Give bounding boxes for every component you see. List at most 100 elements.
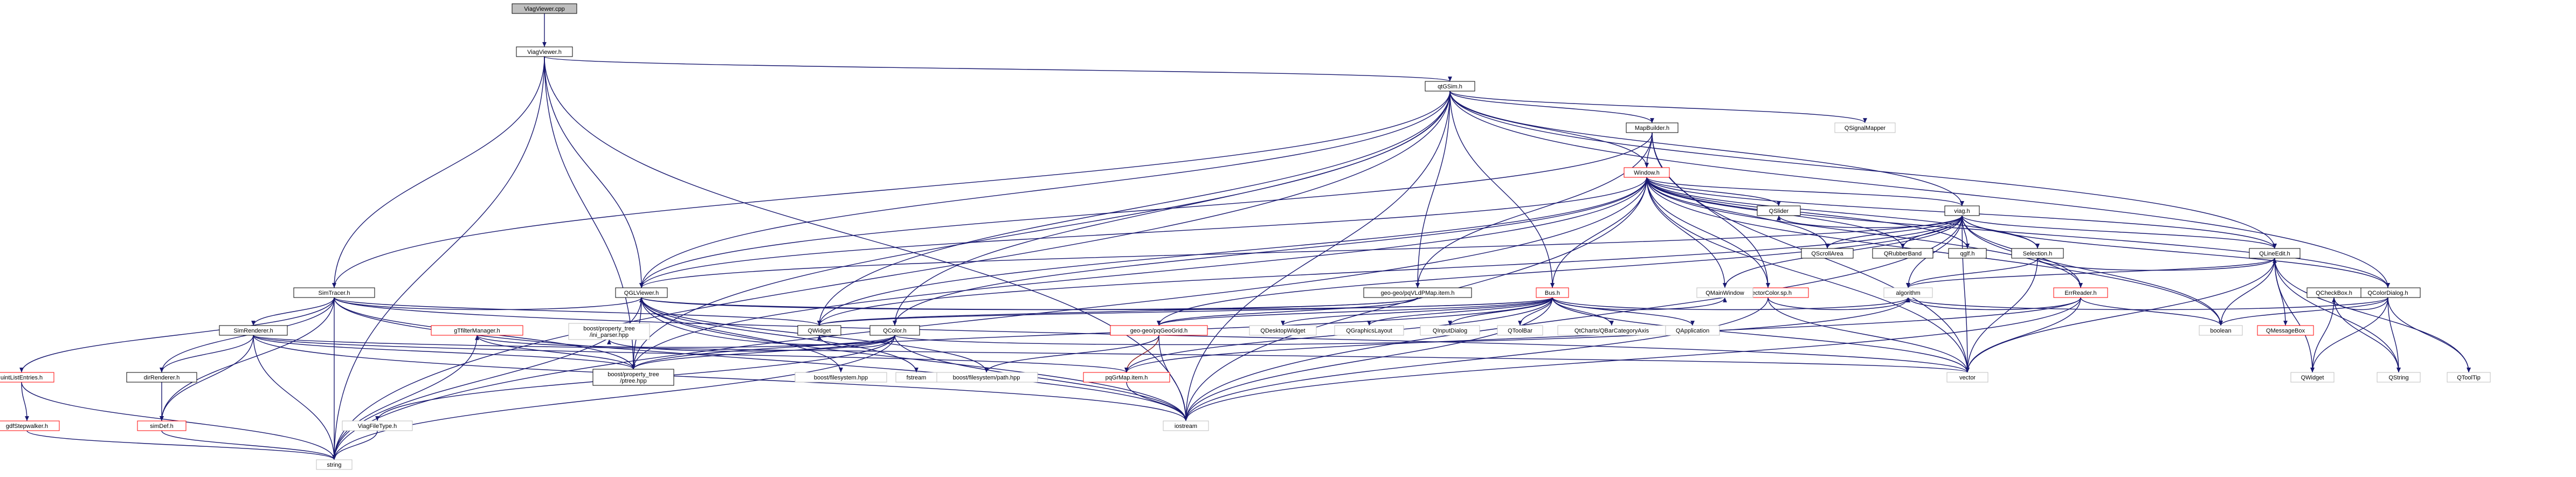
node-box	[0, 420, 60, 431]
node-algorithm: algorithm	[1883, 287, 1933, 298]
node-fstream: fstream	[895, 372, 937, 383]
edge-bus_h-to-qapplication	[1552, 297, 1695, 326]
node-label: QString	[2388, 375, 2408, 381]
edge-selectable_data-to-algorithm	[1767, 297, 1910, 310]
edge-viewer_h-to-simtracer_h	[332, 56, 545, 288]
node-selection-h[interactable]: Selection.h	[2011, 248, 2064, 259]
node-geo-map-geogrid[interactable]: geo-geo/pqGeoGrid.h	[1110, 325, 1208, 336]
node-simtracer-h[interactable]: SimTracer.h	[293, 287, 375, 298]
node-qwidget2: QWidget	[2290, 372, 2335, 383]
node-label: boost/property_tree	[607, 371, 659, 378]
node-label: QDesktopWidget	[1260, 328, 1305, 334]
node-box	[1420, 325, 1480, 336]
edge-errreader_h-to-boolean	[2080, 297, 2223, 326]
node-box	[1872, 248, 1933, 259]
node-label: boost/property_tree	[583, 326, 634, 332]
node-simrenderer-h[interactable]: SimRenderer.h	[219, 325, 288, 336]
node-qcheckbox-h[interactable]: QCheckBox.h	[2306, 287, 2361, 298]
edge-qlineedit_h-to-vector	[1965, 258, 2275, 373]
edge-errreader_h-to-vector	[1965, 297, 2081, 373]
node-qslider[interactable]: QSlider	[1757, 205, 1801, 216]
edge-window_h-to-boolean	[1646, 177, 2223, 326]
node-gdf-stepwalker[interactable]: gdfStepwalker.h	[0, 420, 60, 431]
node-qcolor-dialog[interactable]: QColorDialog.h	[2355, 287, 2421, 298]
edge-qfilter_manager-to-string	[332, 335, 478, 460]
node-label: QLineEdit.h	[2259, 251, 2290, 257]
edge-geo_map_item-to-qgl_h	[639, 297, 1418, 310]
edge-window_h-to-boost_property_tree	[631, 177, 1647, 370]
node-label: QGLViewer.h	[624, 290, 659, 296]
edge-qcolor_h-to-iostream	[894, 335, 1188, 421]
node-qgl-file[interactable]: qglf.h	[1948, 248, 1987, 259]
node-label: QWidget	[2301, 375, 2324, 381]
node-label: QToolBar	[1508, 328, 1532, 334]
node-pqgr-map-item[interactable]: pqGrMap.item.h	[1083, 372, 1170, 383]
node-qfilter-manager[interactable]: gTfilterManager.h	[431, 325, 523, 336]
edge-simtracer_h-to-qwidget	[334, 297, 821, 326]
node-dirrenderer-h[interactable]: dirRenderer.h	[126, 372, 197, 383]
node-qscrollarea[interactable]: QScrollArea	[1801, 248, 1854, 259]
edge-qcolor_dialog-to-qwidget2	[2310, 297, 2388, 373]
node-label: uintListEntries.h	[1, 375, 43, 381]
node-viewer-cpp[interactable]: ViagViewer.cpp	[512, 3, 577, 14]
node-box	[219, 325, 288, 336]
node-boost-property-tree[interactable]: boost/property_tree/ptree.hpp	[592, 369, 674, 386]
node-box	[1163, 420, 1209, 431]
node-geo-map-item[interactable]: geo-geo/pqVLdPMap.item.h	[1363, 287, 1472, 298]
edge-viag_h-to-qscrollarea	[1825, 215, 1963, 249]
node-viewer-h[interactable]: ViagViewer.h	[516, 46, 573, 57]
node-uint-list-h[interactable]: uintListEntries.h	[0, 372, 54, 383]
node-mapbuilder-h[interactable]: MapBuilder.h	[1626, 122, 1679, 133]
node-qmessagebox[interactable]: QMessageBox	[2257, 325, 2314, 336]
node-simdef-h[interactable]: simDef.h	[137, 420, 187, 431]
node-label: boolean	[2210, 328, 2231, 334]
node-qcolor-h[interactable]: QColor.h	[869, 325, 920, 336]
node-label: ViagViewer.cpp	[524, 6, 564, 12]
node-box	[1425, 81, 1475, 92]
node-label: qtGSim.h	[1438, 84, 1462, 90]
node-qapplication: QApplication	[1665, 325, 1720, 336]
node-box	[2199, 325, 2243, 336]
node-box	[592, 369, 674, 386]
edge-selectable_data-to-iostream	[1184, 297, 1769, 421]
node-window-h[interactable]: Window.h	[1624, 167, 1670, 178]
node-qlineedit-h[interactable]: QLineEdit.h	[2249, 248, 2301, 259]
node-label: QWidget	[808, 328, 831, 334]
edge-qtgsim_h-to-mapbuilder_h	[1449, 91, 1654, 123]
node-box	[1626, 122, 1679, 133]
node-label: dirRenderer.h	[144, 375, 180, 381]
node-qwidget[interactable]: QWidget	[797, 325, 841, 336]
node-bus-h[interactable]: Bus.h	[1536, 287, 1569, 298]
edge-viag_h-to-boolean	[1962, 215, 2223, 326]
node-box	[1665, 325, 1720, 336]
node-errreader-h[interactable]: ErrReader.h	[2053, 287, 2108, 298]
edge-viag_h-to-qgl_h	[639, 215, 1963, 288]
edge-viag_h-to-vector	[1962, 215, 1970, 373]
node-label: ErrReader.h	[2064, 290, 2096, 296]
edge-qlineedit_h-to-qwidget2	[2274, 258, 2315, 373]
node-box	[316, 459, 353, 470]
edge-qcolor_dialog-to-boolean	[2219, 297, 2388, 326]
edge-simrenderer_h-to-simdef_h	[160, 335, 254, 421]
edge-qlineedit_h-to-qmessagebox	[2274, 258, 2288, 326]
node-label: QMessageBox	[2266, 328, 2305, 334]
node-label: QSlider	[1769, 208, 1789, 215]
node-qgl-h[interactable]: QGLViewer.h	[615, 287, 668, 298]
node-label: simDef.h	[150, 423, 173, 430]
node-label: qglf.h	[1960, 251, 1975, 257]
node-viag-h[interactable]: viag.h	[1944, 205, 1980, 216]
node-qrubberband[interactable]: QRubberBand	[1872, 248, 1933, 259]
node-box	[615, 287, 668, 298]
edge-uint_list_h-to-gdf_stepwalker	[21, 382, 29, 421]
node-label: QColorDialog.h	[2367, 290, 2408, 296]
node-qtgsim-h[interactable]: qtGSim.h	[1425, 81, 1475, 92]
node-label: Selection.h	[2023, 251, 2052, 257]
node-box	[2053, 287, 2108, 298]
node-box	[2249, 248, 2301, 259]
node-label: QScrollArea	[1811, 251, 1843, 257]
edge-qcheckbox_h-to-qwidget2	[2310, 297, 2335, 373]
node-box	[2011, 248, 2064, 259]
node-box	[1249, 325, 1317, 336]
edge-qcolor_dialog-to-qstring	[2387, 297, 2401, 373]
edge-simrenderer_h-to-iostream	[253, 335, 1188, 421]
